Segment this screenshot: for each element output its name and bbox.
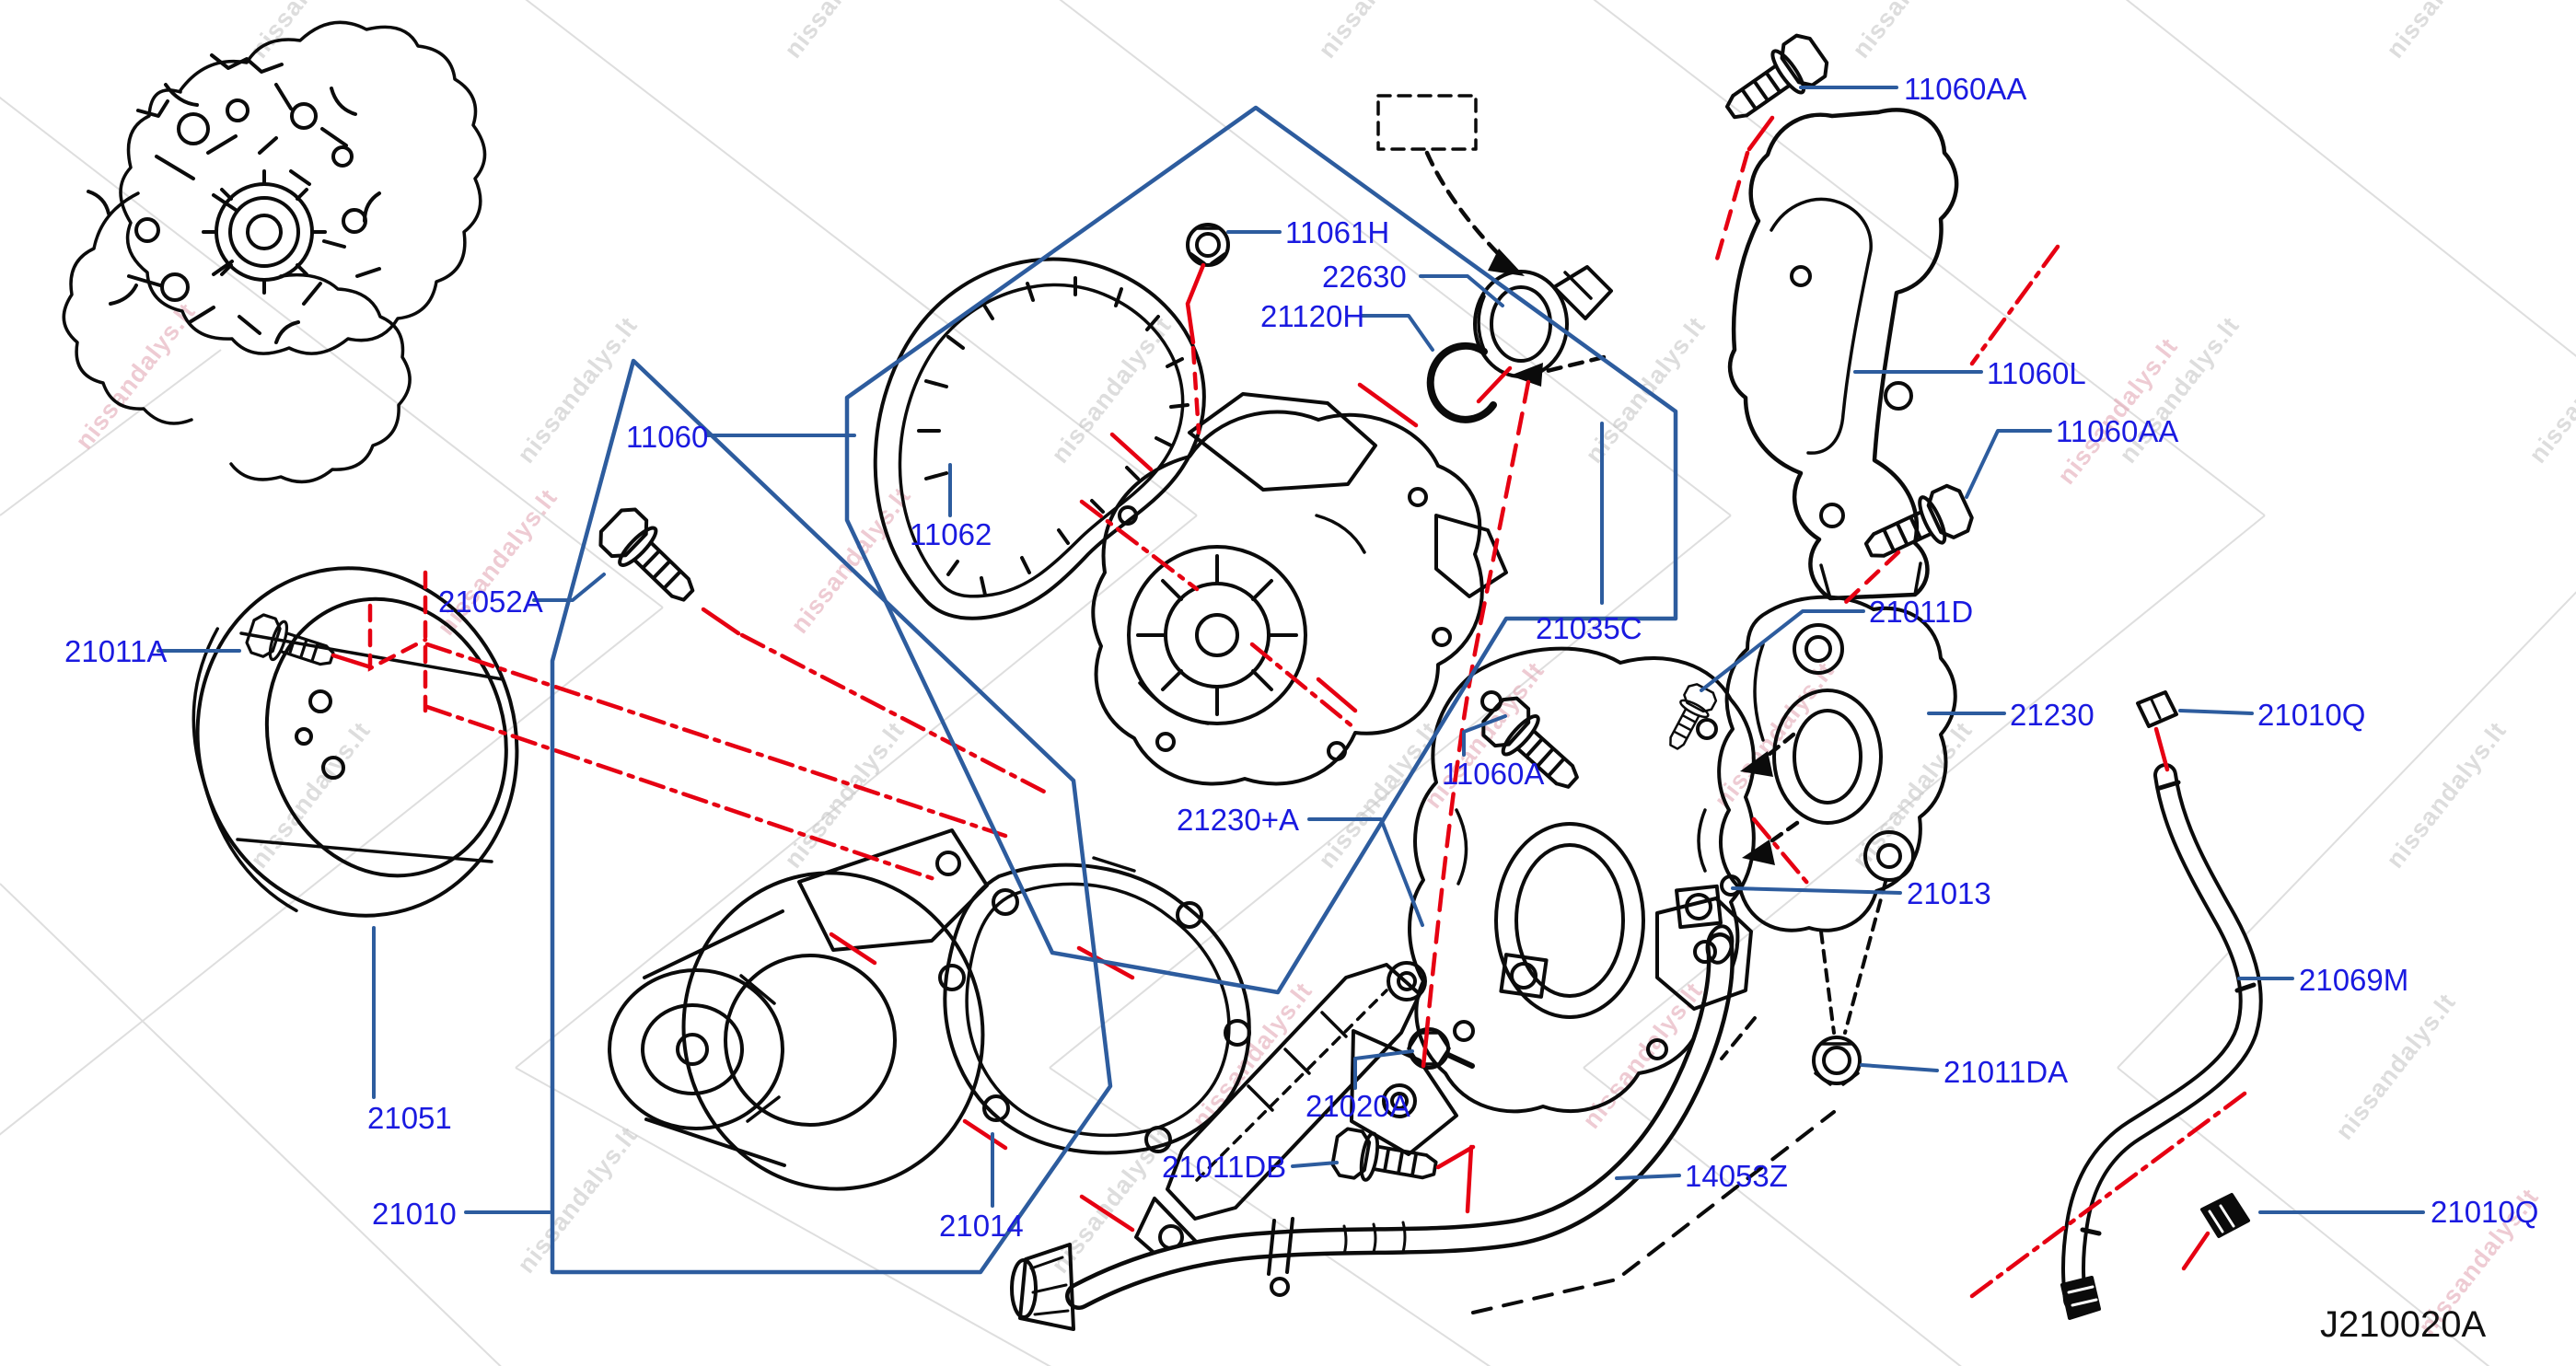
watermark-gray-5: nissandalys.lt bbox=[512, 311, 643, 468]
watermark-gray-3: nissandalys.lt bbox=[1847, 0, 1978, 64]
nut-21011DA-drawing bbox=[1812, 1036, 1862, 1086]
bolt-11060AA-top-icon bbox=[1724, 33, 1829, 120]
part-label-11062: 11062 bbox=[910, 517, 992, 551]
group-outline-polygons bbox=[550, 105, 1678, 1275]
dashed-arrows-outlet-to-plate bbox=[1740, 732, 1887, 1035]
watermark-gray-4: nissandalys.lt bbox=[2381, 0, 2512, 64]
part-label-21013: 21013 bbox=[1907, 876, 1991, 910]
part-label-21011DA: 21011DA bbox=[1944, 1055, 2068, 1089]
part-label-21020A: 21020A bbox=[1305, 1089, 1410, 1123]
part-label-14053Z: 14053Z bbox=[1685, 1159, 1788, 1193]
part-label-21051: 21051 bbox=[367, 1101, 452, 1135]
part-label-21011A: 21011A bbox=[64, 634, 167, 668]
part-label-21010Q-1: 21010Q bbox=[2257, 698, 2365, 732]
water-outlet-21230-drawing bbox=[1717, 595, 1957, 932]
water-pump-assembly-drawing bbox=[1091, 392, 1508, 786]
part-label-21011D: 21011D bbox=[1869, 595, 1973, 629]
diagram-code: J210020A bbox=[2320, 1304, 2486, 1345]
part-label-21052A: 21052A bbox=[438, 585, 543, 619]
part-label-21014: 21014 bbox=[939, 1209, 1024, 1243]
red-projection-lines bbox=[331, 115, 2247, 1299]
bolt-21011A-icon bbox=[245, 613, 335, 666]
cover-plate-21013-drawing bbox=[1408, 646, 1756, 1114]
part-label-21011DB: 21011DB bbox=[1162, 1150, 1286, 1184]
sensor-22630-drawing bbox=[1473, 265, 1613, 378]
gasket-11062-drawing bbox=[873, 257, 1206, 620]
watermark-gray-15: nissandalys.lt bbox=[512, 1121, 643, 1278]
clip-21120H-drawing bbox=[1426, 342, 1497, 423]
watermark-pink-5: nissandalys.lt bbox=[1187, 977, 1317, 1133]
tensioner-21230A-drawing bbox=[1134, 961, 1458, 1265]
bolt-21011DB-icon bbox=[1330, 1127, 1438, 1182]
part-label-11061H: 11061H bbox=[1285, 215, 1389, 249]
part-label-21010: 21010 bbox=[372, 1197, 457, 1231]
part-label-11060AA-2: 11060AA bbox=[2056, 414, 2178, 448]
outline-polygon-lower bbox=[550, 358, 1113, 1275]
part-label-21035C: 21035C bbox=[1536, 611, 1642, 645]
cap-21010Q-1-drawing bbox=[2136, 690, 2178, 728]
bolt-21052A-icon bbox=[598, 507, 695, 602]
bolt-21011D-icon bbox=[1669, 683, 1718, 750]
engine-assembly-drawing bbox=[62, 20, 487, 484]
watermark-gray-2: nissandalys.lt bbox=[1313, 0, 1444, 64]
bracket-11060L-drawing bbox=[1727, 108, 1959, 601]
outline-polygon-upper bbox=[844, 105, 1678, 995]
part-label-11060AA-1: 11060AA bbox=[1904, 72, 2026, 106]
hose-21069M-drawing bbox=[2060, 763, 2263, 1320]
watermark-gray-1: nissandalys.lt bbox=[779, 0, 910, 64]
water-pipe-14053Z-drawing bbox=[1010, 897, 1836, 1331]
part-label-21120H: 21120H bbox=[1260, 299, 1364, 333]
pulley-drum-21051-drawing bbox=[191, 566, 519, 918]
part-label-21010Q-2: 21010Q bbox=[2431, 1195, 2538, 1229]
part-label-22630: 22630 bbox=[1322, 260, 1407, 294]
cap-21010Q-2-drawing bbox=[2200, 1193, 2250, 1238]
bolt-11060AA-right-icon bbox=[1863, 483, 1974, 558]
part-number-labels: 11060AA 11061H 22630 21120H 11060 11062 11060L… bbox=[64, 72, 2538, 1243]
bolt-21020A-drawing bbox=[1407, 1027, 1475, 1070]
nut-11061H-drawing bbox=[1186, 223, 1230, 267]
watermark-gray-14: nissandalys.lt bbox=[2381, 716, 2512, 873]
water-pump-21010-drawing bbox=[608, 828, 989, 1191]
part-label-21069M: 21069M bbox=[2299, 963, 2408, 997]
dashed-arrow-to-clip bbox=[1510, 354, 1607, 387]
part-label-21230+A: 21230+A bbox=[1177, 803, 1299, 837]
part-label-21230: 21230 bbox=[2010, 698, 2094, 732]
part-label-11060A: 11060A bbox=[1442, 757, 1544, 791]
leader-lines bbox=[157, 86, 2425, 1214]
watermark-gray-17: nissandalys.lt bbox=[2330, 988, 2461, 1144]
projection-rectangle-dashed bbox=[1376, 94, 1525, 276]
gasket-plate-21014-drawing bbox=[938, 856, 1251, 1155]
part-label-11060: 11060 bbox=[626, 420, 708, 454]
part-label-11060L: 11060L bbox=[1987, 356, 2086, 390]
